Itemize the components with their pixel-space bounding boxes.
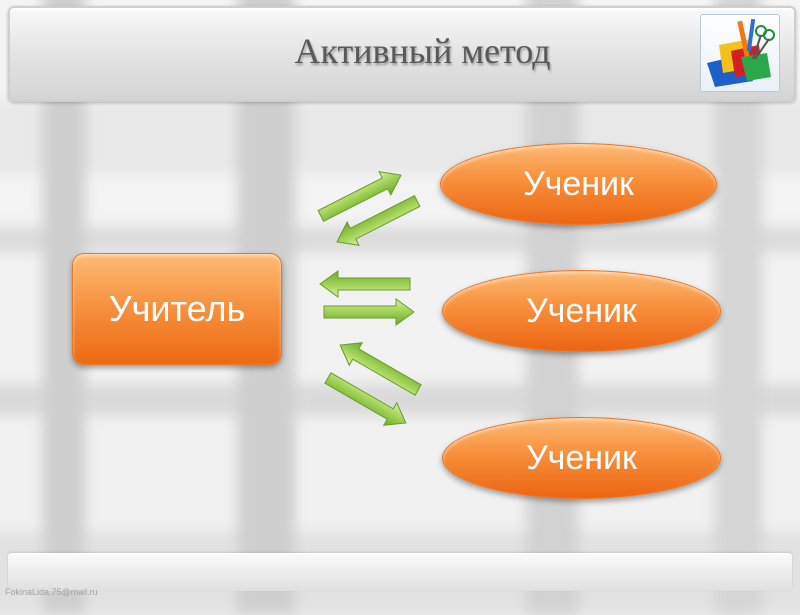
student-oval-3: Ученик [442,417,721,499]
teacher-label: Учитель [108,288,246,329]
footer-email: FokinaLida.75@mail.ru [5,587,98,597]
student-label-2: Ученик [526,291,637,330]
arrow-to-student-1 [317,171,402,222]
slide-title: Активный метод [294,31,551,71]
arrow-from-student-2 [319,270,411,298]
student-oval-1: Ученик [440,143,717,225]
arrow-from-student-1 [336,195,421,246]
footer-bar [8,553,792,591]
student-label-1: Ученик [523,164,634,203]
arrows-layer [317,171,422,426]
arrow-to-student-2 [323,298,415,326]
teacher-box: Учитель [72,253,282,365]
title-bar [8,6,796,102]
arrow-from-student-3 [339,342,422,396]
arrow-to-student-3 [324,372,407,426]
student-oval-2: Ученик [442,270,721,352]
student-label-3: Ученик [526,438,637,477]
school-supplies-icon [700,14,780,92]
